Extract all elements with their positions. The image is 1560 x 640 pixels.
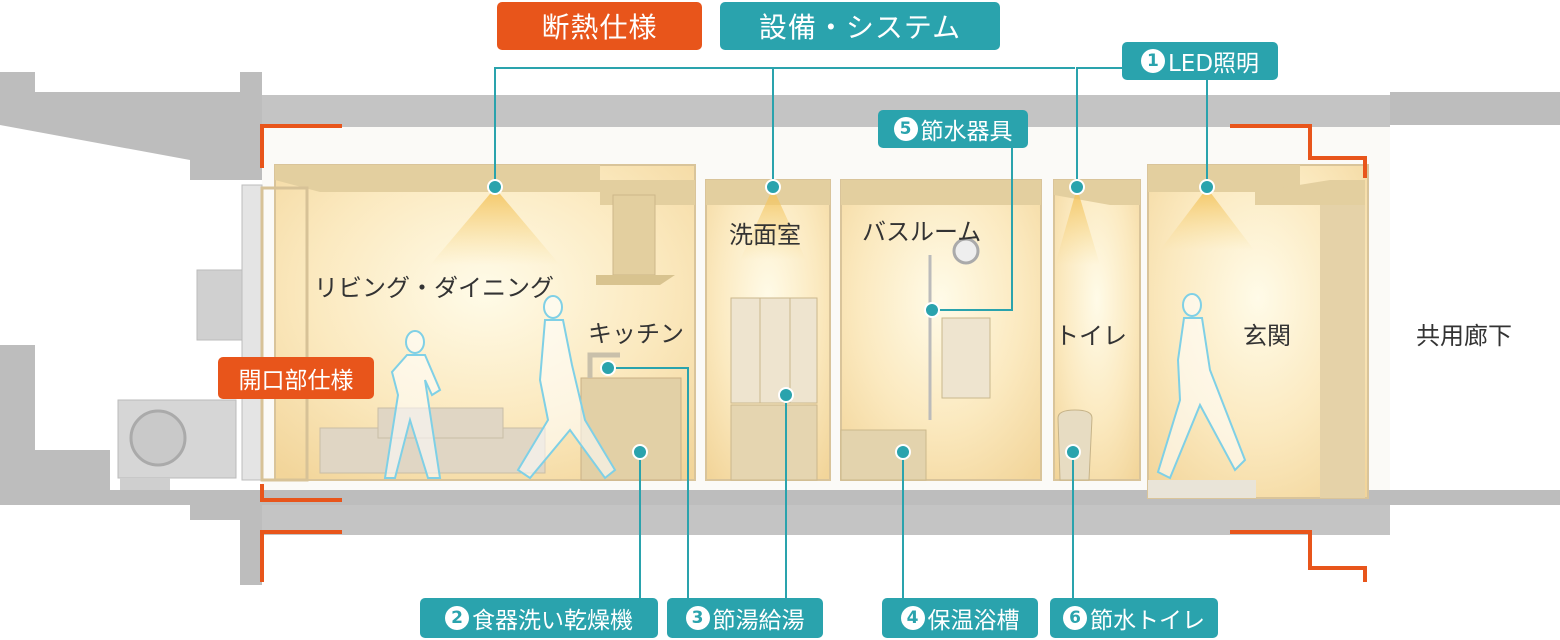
insulated-bathtub-tag: 4 保温浴槽 (882, 598, 1038, 638)
number-badge: 5 (893, 117, 918, 141)
washroom-label: 洗面室 (729, 221, 801, 249)
bathroom-label: バスルーム (862, 218, 982, 246)
bath-fixtures (840, 237, 991, 481)
water-saving-toilet-tag: 6 節水トイレ (1050, 598, 1218, 638)
number-badge: 4 (900, 606, 925, 630)
common-corridor-label: 共用廊下 (1416, 322, 1512, 350)
callout-lines (494, 67, 1208, 600)
opening-spec-label: 開口部仕様 (218, 357, 374, 399)
hot-water-saving-tag: 3 節湯給湯 (667, 598, 823, 638)
number-badge: 1 (1140, 49, 1165, 73)
concrete-structure (0, 72, 1560, 585)
kitchen-fixtures (580, 194, 682, 481)
vanity (730, 297, 818, 481)
bathtub (840, 429, 927, 481)
feature-label: 節水トイレ (1090, 608, 1205, 634)
feature-label: 食器洗い乾燥機 (472, 608, 633, 634)
toilet-label: トイレ (1055, 322, 1127, 350)
dishwasher-tag: 2 食器洗い乾燥機 (420, 598, 658, 638)
feature-label: 保温浴槽 (927, 608, 1020, 634)
insulation-spec-header: 断熱仕様 (497, 2, 702, 50)
number-badge: 6 (1063, 606, 1087, 630)
water-saving-fixtures-tag: 5 節水器具 (878, 110, 1028, 148)
entrance-label: 玄関 (1243, 322, 1291, 350)
led-lighting-tag: 1 LED照明 (1122, 42, 1278, 80)
living-dining-label: リビング・ダイニング (314, 274, 554, 302)
feature-label: 節湯給湯 (712, 608, 805, 634)
kitchen-label: キッチン (588, 320, 684, 348)
insulation-brackets (260, 124, 1367, 582)
feature-label: 節水器具 (920, 119, 1013, 145)
people (383, 293, 1247, 480)
equipment-system-header: 設備・システム (720, 2, 1000, 50)
feature-label: LED照明 (1167, 51, 1260, 77)
number-badge: 2 (445, 606, 469, 630)
balcony (117, 184, 309, 490)
number-badge: 3 (685, 606, 710, 630)
callout-dots (487, 179, 1215, 460)
